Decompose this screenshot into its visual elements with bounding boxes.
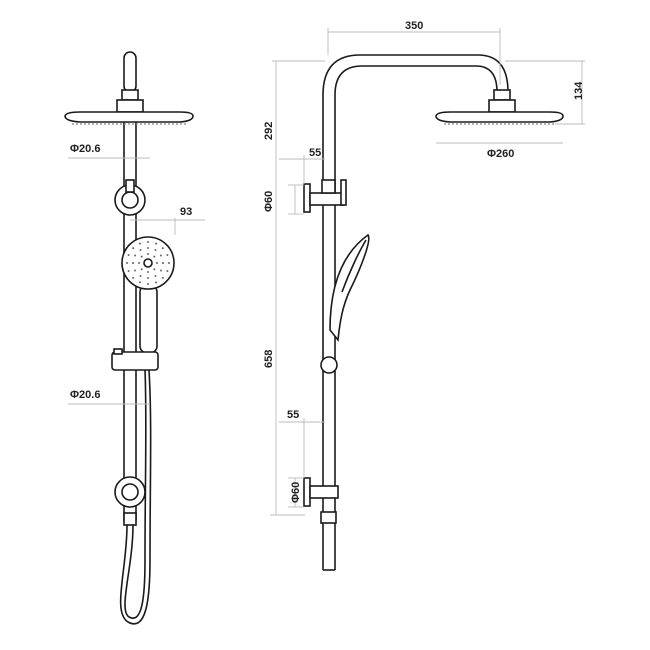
front-hose (119, 369, 152, 625)
dim-head-drop: 134 (573, 81, 585, 100)
front-slider-button (113, 348, 123, 355)
nozzle-dot (147, 271, 149, 273)
front-upper-holder (121, 191, 139, 209)
side-upper-bracket-arm (309, 192, 345, 206)
front-handshower-nozzles (126, 241, 170, 285)
nozzle-dot (138, 262, 140, 264)
side-lower-wall-plate (303, 477, 311, 507)
front-rain-head (64, 111, 194, 123)
dim-upper-bracket-offset: 55 (309, 147, 321, 159)
nozzle-dot (140, 268, 143, 271)
nozzle-dot (147, 247, 149, 249)
front-slider (111, 351, 159, 371)
nozzle-dot (139, 274, 142, 277)
front-view: Φ20.6 93 Φ20.6 (64, 51, 205, 625)
nozzle-dot (168, 262, 170, 264)
nozzle-dot (127, 253, 130, 256)
side-arm-connector (493, 89, 511, 101)
nozzle-dot (166, 253, 169, 256)
nozzle-dot (134, 269, 137, 272)
nozzle-dot (154, 249, 157, 252)
nozzle-dot (156, 262, 158, 264)
side-arm-inner (334, 65, 498, 570)
front-hose-connector (123, 512, 137, 526)
dim-arm-width: 350 (405, 20, 423, 32)
front-arm-stub (123, 51, 137, 93)
side-handshower (329, 233, 370, 343)
dim-upper-bracket-diameter: Φ60 (263, 191, 275, 212)
front-hose-inner (124, 369, 147, 619)
nozzle-dot (127, 270, 130, 273)
nozzle-dot (132, 247, 135, 250)
nozzle-dot (155, 281, 158, 284)
side-upper-bracket-cap (321, 179, 336, 194)
nozzle-dot (138, 281, 141, 284)
nozzle-dot (161, 276, 164, 279)
nozzle-dot (166, 270, 169, 273)
dim-lower-bracket-diameter: Φ60 (290, 482, 302, 503)
front-head-base (116, 99, 144, 113)
nozzle-dot (134, 254, 137, 257)
nozzle-dot (138, 242, 141, 245)
side-hose-connector (320, 511, 337, 524)
nozzle-dot (126, 262, 128, 264)
side-arm-outer (322, 54, 509, 570)
side-rain-head (435, 111, 564, 123)
nozzle-dot (155, 242, 158, 245)
side-view: 350 134 Φ260 292 55 Φ60 658 55 Φ60 (263, 20, 585, 571)
nozzle-dot (154, 274, 157, 277)
front-handshower-handle (139, 284, 158, 354)
dim-bracket-spacing: 658 (263, 350, 275, 368)
side-upper-wall-plate (303, 183, 311, 213)
nozzle-dot (140, 255, 143, 258)
dim-rail-diameter-lower: Φ20.6 (70, 389, 100, 401)
front-lower-holder (121, 483, 139, 501)
nozzle-dot (162, 262, 164, 264)
side-head-base (488, 99, 516, 113)
dim-head-diameter: Φ260 (487, 148, 514, 160)
nozzle-dot (147, 253, 149, 255)
nozzle-dot (153, 255, 156, 258)
nozzle-dot (147, 283, 149, 285)
nozzle-dot (159, 269, 162, 272)
nozzle-dot (153, 268, 156, 271)
nozzle-dot (132, 276, 135, 279)
nozzle-dot (139, 249, 142, 252)
front-handshower-center (143, 258, 153, 268)
front-upper-holder-cap (125, 179, 135, 193)
nozzle-dot (132, 262, 134, 264)
dim-lower-bracket-offset: 55 (287, 409, 299, 421)
nozzle-dot (161, 247, 164, 250)
dim-handshower-projection: 93 (180, 206, 192, 218)
dim-arm-to-bracket: 292 (263, 122, 275, 140)
dim-rail-diameter-upper: Φ20.6 (70, 143, 100, 155)
nozzle-dot (147, 241, 149, 243)
side-handshower-face (341, 239, 367, 293)
side-slider (320, 356, 338, 374)
front-handshower-face (121, 236, 175, 290)
nozzle-dot (147, 277, 149, 279)
nozzle-dot (159, 254, 162, 257)
side-lower-bracket-arm (309, 485, 339, 499)
front-arm-connector (121, 89, 139, 101)
side-upper-bracket-hook (340, 179, 347, 206)
